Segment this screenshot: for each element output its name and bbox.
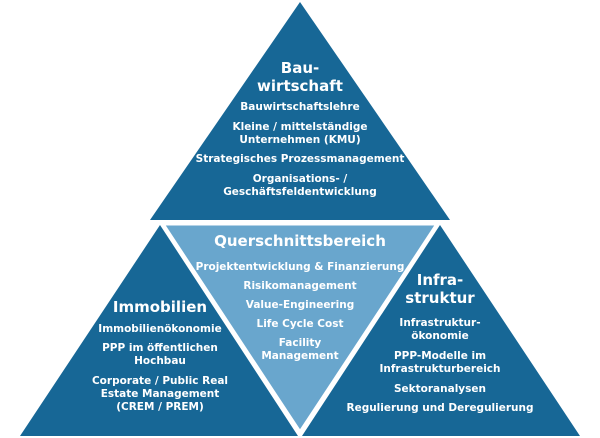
right-item-3: Sektoranalysen (393, 383, 486, 395)
top-item-1: Bauwirtschaftslehre (240, 101, 360, 113)
left-item-3: Corporate / Public Real Estate Managemen… (91, 375, 229, 413)
top-triangle-bauwirtschaft (150, 2, 450, 220)
center-item-5: Facility Management (261, 337, 339, 362)
center-title: Querschnittsbereich (214, 232, 386, 250)
right-item-2: PPP-Modelle im Infrastrukturbereich (379, 350, 501, 375)
left-triangle-immobilien (20, 225, 298, 436)
center-triangle-querschnittsbereich (160, 222, 440, 435)
right-title: Infra- struktur (405, 271, 475, 308)
left-item-1: Immobilienökonomie (98, 323, 222, 335)
center-item-4: Life Cycle Cost (256, 318, 344, 330)
right-triangle-infrastruktur (302, 225, 580, 436)
center-item-1: Projektentwicklung & Finanzierung (195, 261, 405, 273)
right-item-1: Infrastruktur- ökonomie (399, 317, 481, 342)
top-item-2: Kleine / mittelständige Unternehmen (KMU… (232, 121, 368, 146)
right-item-4: Regulierung und Deregulierung (346, 402, 534, 414)
top-item-4: Organisations- / Geschäftsfeldentwicklun… (223, 173, 377, 198)
top-title: Bau- wirtschaft (257, 59, 343, 96)
center-item-3: Value-Engineering (245, 299, 355, 311)
top-item-3: Strategisches Prozessmanagement (195, 153, 405, 165)
left-item-2: PPP im öffentlichen Hochbau (102, 342, 218, 367)
left-title: Immobilien (112, 298, 208, 316)
center-item-2: Risikomanagement (243, 280, 357, 292)
